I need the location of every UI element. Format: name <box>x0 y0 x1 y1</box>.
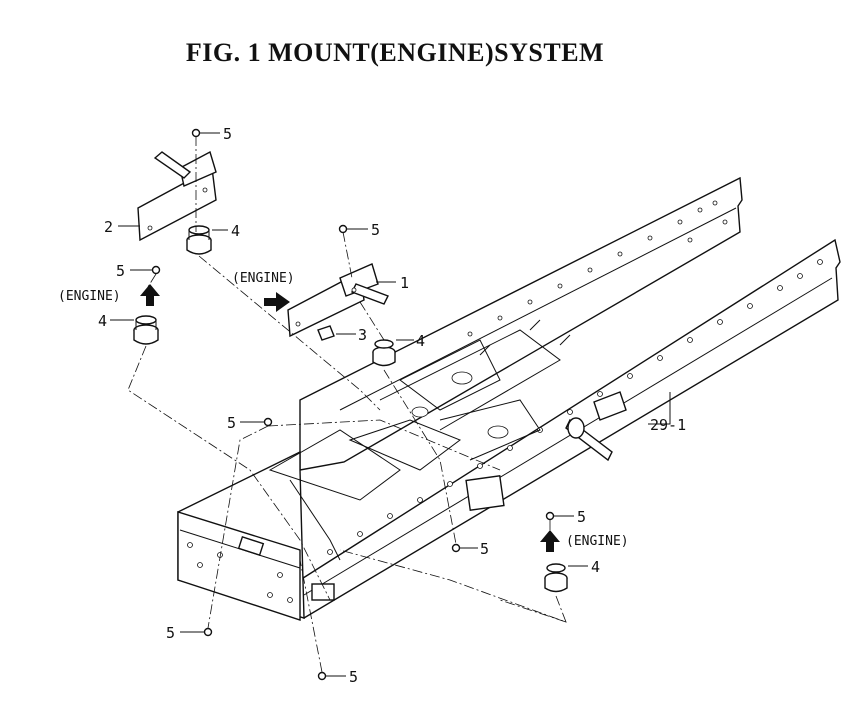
assembly-centerlines <box>127 136 567 673</box>
bracket-center <box>287 263 389 338</box>
callout-2: 2 <box>104 218 113 236</box>
callout-5-center-top: 5 <box>371 221 380 239</box>
callout-5-left: 5 <box>116 262 125 280</box>
callout-5-bottom-left: 5 <box>166 624 175 642</box>
front-cross-member <box>177 450 335 621</box>
callout-1: 1 <box>400 274 409 292</box>
rubber-mount-upper-left <box>186 225 212 255</box>
callout-4-upper: 4 <box>231 222 240 240</box>
engine-arrow-right-icon <box>540 530 560 552</box>
engine-label-center: (ENGINE) <box>232 271 295 286</box>
leader-lines <box>110 132 671 677</box>
engine-arrow-left-icon <box>140 284 160 306</box>
callout-5-bottom: 5 <box>349 668 358 686</box>
rubber-mount-left <box>133 315 159 345</box>
rubber-mount-center <box>372 339 396 367</box>
callout-5-top: 5 <box>223 125 232 143</box>
callout-4-right: 4 <box>591 558 600 576</box>
callout-29-1: 29-1 <box>650 416 686 434</box>
engine-arrow-center-icon <box>264 292 290 312</box>
callout-5-right: 5 <box>577 508 586 526</box>
callout-4-center: 4 <box>416 332 425 350</box>
engine-label-left: (ENGINE) <box>58 289 121 304</box>
bolt-3 <box>317 325 335 341</box>
callout-5-lower-center: 5 <box>480 540 489 558</box>
callout-5-mid: 5 <box>227 414 236 432</box>
bracket-left <box>137 150 217 242</box>
nuts <box>151 128 555 681</box>
rubber-mount-right <box>544 563 568 593</box>
engine-label-right: (ENGINE) <box>566 534 629 549</box>
inner-crossmembers <box>268 319 627 561</box>
figure-title: FIG. 1 MOUNT(ENGINE)SYSTEM <box>185 38 605 67</box>
callout-3: 3 <box>358 326 367 344</box>
callout-4-left: 4 <box>98 312 107 330</box>
frame-rail-upper <box>299 176 743 471</box>
